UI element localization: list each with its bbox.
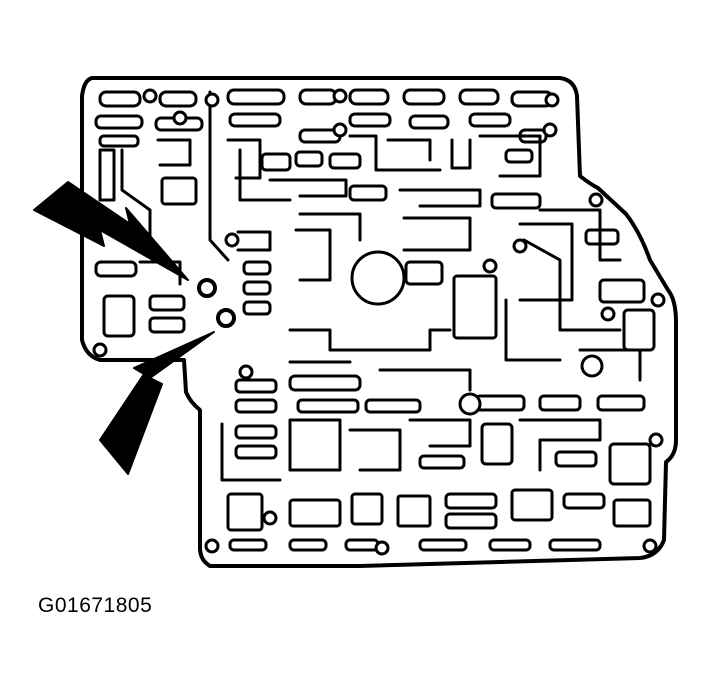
lower-arrow xyxy=(99,331,215,475)
separator-plate xyxy=(80,76,678,568)
bolt-holes xyxy=(92,88,666,556)
figure-id-label: G01671805 xyxy=(38,594,153,617)
upper-arrow xyxy=(33,181,189,281)
lower-check-ball-hole xyxy=(216,308,236,328)
check-ball-holes xyxy=(197,278,236,328)
upper-check-ball-hole xyxy=(197,278,217,298)
callout-arrows xyxy=(33,181,215,475)
